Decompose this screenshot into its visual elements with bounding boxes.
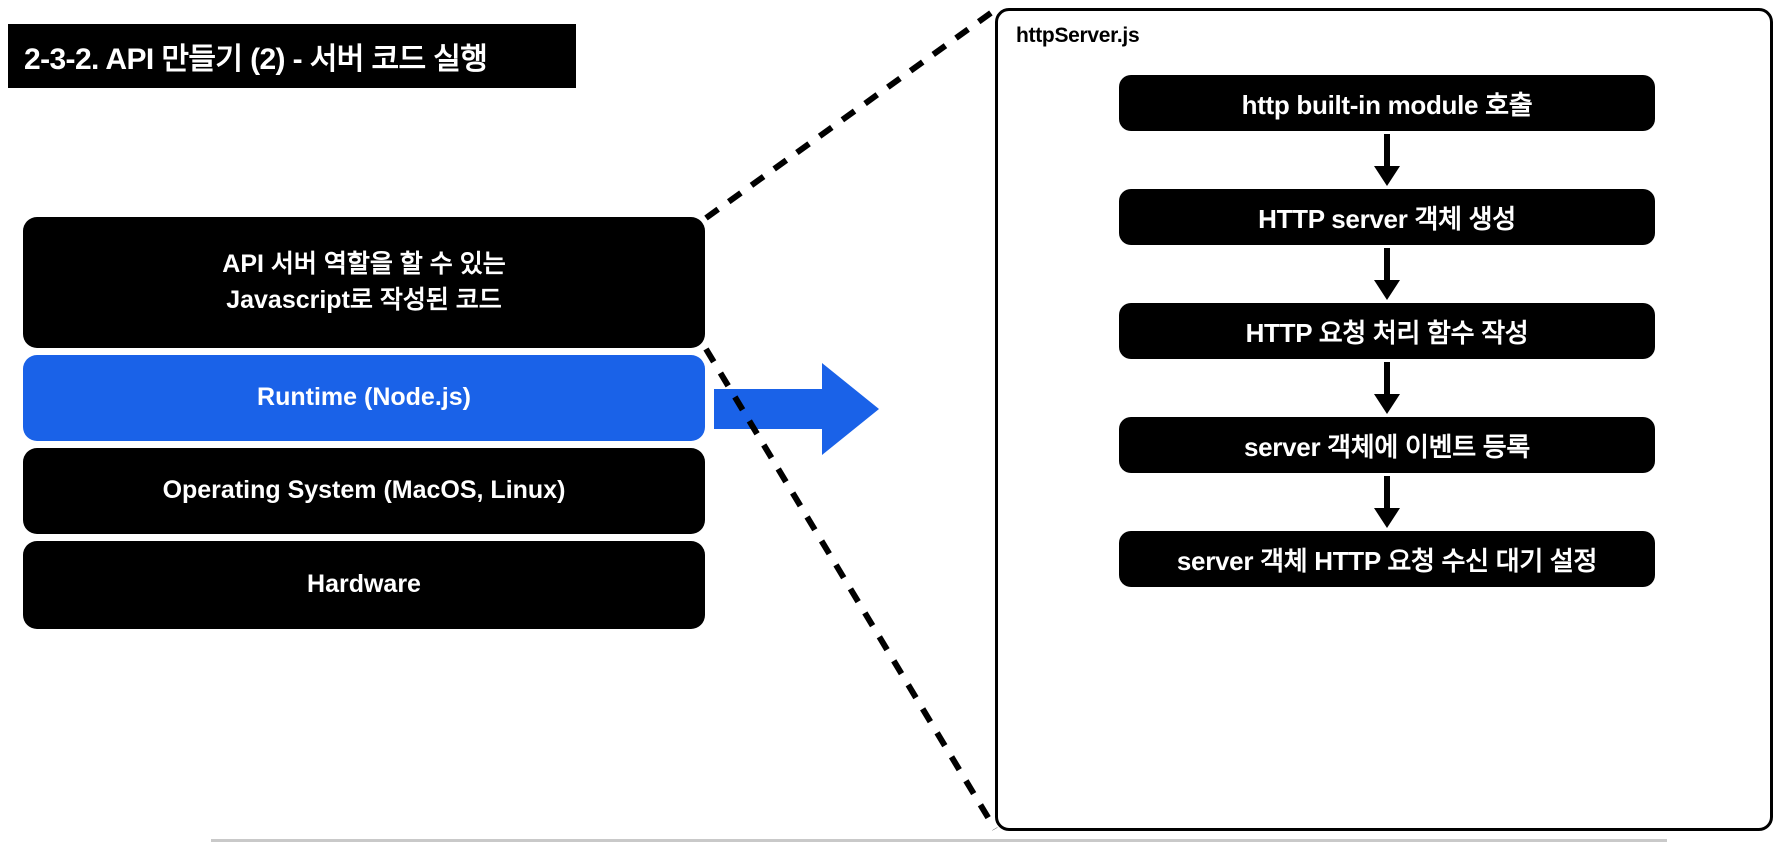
stack-layer-code: API 서버 역할을 할 수 있는 Javascript로 작성된 코드 (23, 217, 705, 348)
stack-layer-code-line2: Javascript로 작성된 코드 (226, 285, 502, 314)
slide-title-bar: 2-3-2. API 만들기 (2) - 서버 코드 실행 (8, 24, 576, 88)
flow-down-arrow-3-icon (1374, 359, 1400, 417)
http-server-panel: httpServer.js http built-in module 호출 HT… (995, 8, 1773, 831)
flow-step-1: http built-in module 호출 (1119, 75, 1655, 131)
flow-step-1-label: http built-in module 호출 (1241, 89, 1533, 120)
stack-layer-operating-system: Operating System (MacOS, Linux) (23, 448, 705, 534)
node-runtime-stack: API 서버 역할을 할 수 있는 Javascript로 작성된 코드 Run… (23, 217, 705, 636)
http-server-flowchart: http built-in module 호출 HTTP server 객체 생… (998, 75, 1776, 587)
flow-step-5-label: server 객체 HTTP 요청 수신 대기 설정 (1176, 545, 1598, 576)
flow-step-4-label: server 객체에 이벤트 등록 (1243, 431, 1530, 462)
stack-layer-runtime: Runtime (Node.js) (23, 355, 705, 441)
stack-layer-code-line1: API 서버 역할을 할 수 있는 (222, 250, 506, 278)
flow-step-3-label: HTTP 요청 처리 함수 작성 (1245, 317, 1529, 348)
flow-step-2: HTTP server 객체 생성 (1119, 189, 1655, 245)
flow-step-4: server 객체에 이벤트 등록 (1119, 417, 1655, 473)
page-title: 2-3-2. API 만들기 (2) - 서버 코드 실행 (24, 43, 488, 76)
bottom-divider (211, 839, 1667, 842)
flow-step-3: HTTP 요청 처리 함수 작성 (1119, 303, 1655, 359)
dashed-connector-top (704, 7, 997, 221)
blue-right-arrow-icon (714, 359, 879, 459)
flow-down-arrow-1-icon (1374, 131, 1400, 189)
panel-title: httpServer.js (1016, 24, 1140, 47)
flow-step-2-label: HTTP server 객체 생성 (1258, 203, 1516, 234)
stack-layer-hardware-label: Hardware (307, 570, 421, 599)
flow-step-5: server 객체 HTTP 요청 수신 대기 설정 (1119, 531, 1655, 587)
flow-down-arrow-2-icon (1374, 245, 1400, 303)
flow-down-arrow-4-icon (1374, 473, 1400, 531)
stack-layer-runtime-label: Runtime (Node.js) (257, 383, 471, 412)
stack-layer-hardware: Hardware (23, 541, 705, 629)
stack-layer-operating-system-label: Operating System (MacOS, Linux) (162, 476, 566, 505)
